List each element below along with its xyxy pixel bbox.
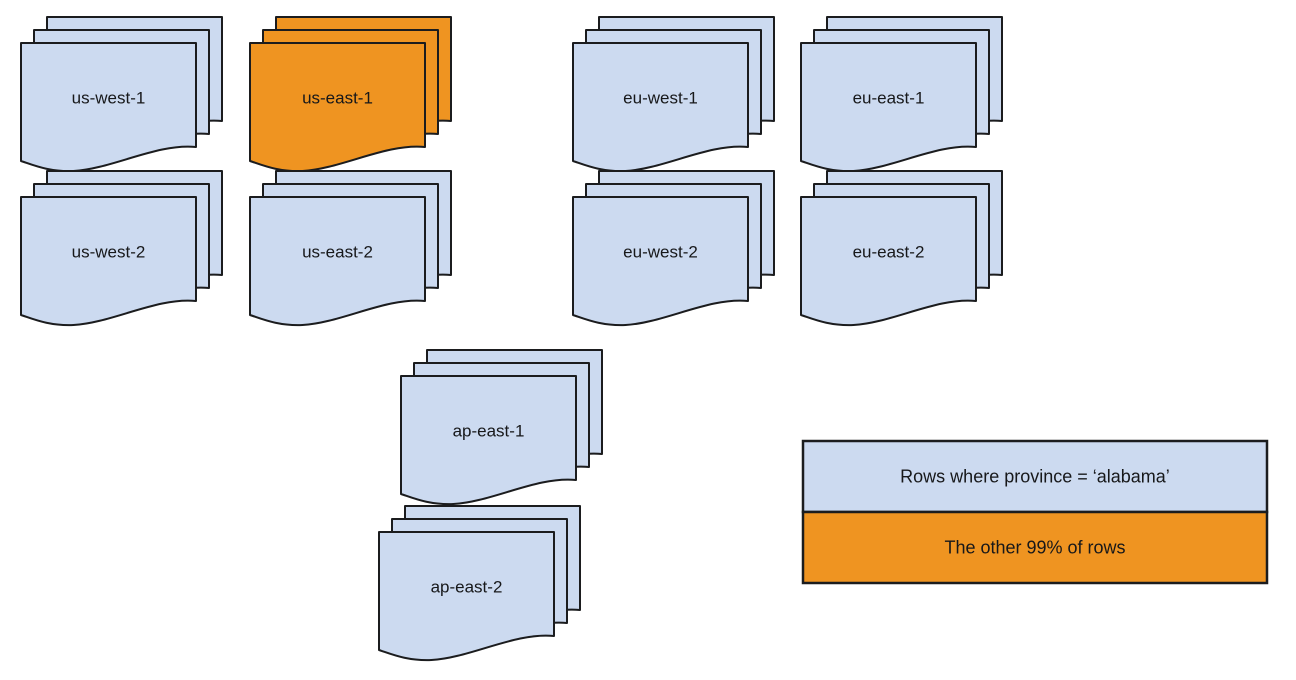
legend-row-alabama-swatch[interactable] <box>801 439 1269 514</box>
legend-row-alabama[interactable]: Rows where province = ‘alabama’ <box>801 439 1269 514</box>
legend-row-other[interactable]: The other 99% of rows <box>801 510 1269 585</box>
document-stack-eu-west-1[interactable]: eu-west-1 <box>572 16 775 173</box>
document-sheet-eu-east-1-3[interactable] <box>800 42 977 173</box>
legend-row-alabama-label: Rows where province = ‘alabama’ <box>900 466 1170 486</box>
legend-row-other-label: The other 99% of rows <box>944 537 1125 557</box>
document-sheet-ap-east-1-3[interactable] <box>400 375 577 506</box>
document-sheet-us-west-2-3[interactable] <box>20 196 197 327</box>
stack-label-ap-east-2: ap-east-2 <box>431 577 503 596</box>
document-stack-us-west-2[interactable]: us-west-2 <box>20 170 223 327</box>
legend: Rows where province = ‘alabama’ The other… <box>801 439 1269 585</box>
document-sheet-us-west-1-3[interactable] <box>20 42 197 173</box>
document-sheet-ap-east-2-3[interactable] <box>378 531 555 662</box>
document-stack-eu-east-2[interactable]: eu-east-2 <box>800 170 1003 327</box>
stack-label-us-west-2: us-west-2 <box>72 242 146 261</box>
stack-label-eu-west-2: eu-west-2 <box>623 242 698 261</box>
document-stack-us-west-1[interactable]: us-west-1 <box>20 16 223 173</box>
stack-label-eu-west-1: eu-west-1 <box>623 88 698 107</box>
stack-label-us-west-1: us-west-1 <box>72 88 146 107</box>
document-stack-eu-west-2[interactable]: eu-west-2 <box>572 170 775 327</box>
document-stack-eu-east-1[interactable]: eu-east-1 <box>800 16 1003 173</box>
legend-row-other-swatch[interactable] <box>801 510 1269 585</box>
document-sheet-eu-west-2-3[interactable] <box>572 196 749 327</box>
document-stack-ap-east-2[interactable]: ap-east-2 <box>378 505 581 662</box>
document-sheet-eu-west-1-3[interactable] <box>572 42 749 173</box>
document-stack-ap-east-1[interactable]: ap-east-1 <box>400 349 603 506</box>
document-stack-layer: us-west-1 us-east-1 eu-west-1 eu-east-1 us-w… <box>20 16 1003 662</box>
document-sheet-us-east-1-3[interactable] <box>249 42 426 173</box>
stack-label-us-east-1: us-east-1 <box>302 88 373 107</box>
stack-label-eu-east-1: eu-east-1 <box>853 88 925 107</box>
document-stack-us-east-2[interactable]: us-east-2 <box>249 170 452 327</box>
document-stack-us-east-1[interactable]: us-east-1 <box>249 16 452 173</box>
document-sheet-us-east-2-3[interactable] <box>249 196 426 327</box>
stack-label-ap-east-1: ap-east-1 <box>453 421 525 440</box>
stack-label-us-east-2: us-east-2 <box>302 242 373 261</box>
document-sheet-eu-east-2-3[interactable] <box>800 196 977 327</box>
stack-label-eu-east-2: eu-east-2 <box>853 242 925 261</box>
